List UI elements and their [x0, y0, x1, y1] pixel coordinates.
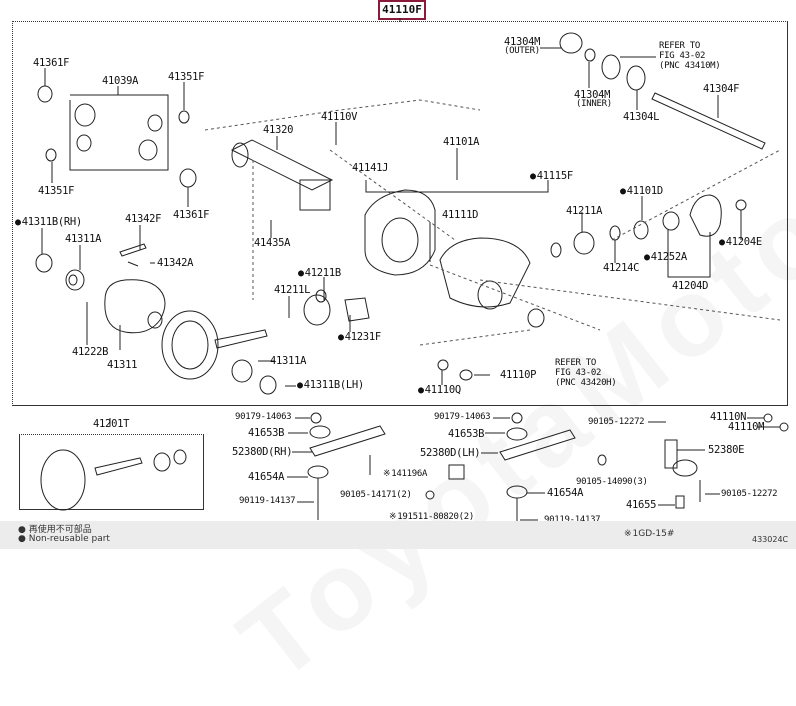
part-stabilizer-link-RH: [309, 425, 386, 457]
part-label-90105-12272[interactable]: 90105-12272: [721, 489, 778, 499]
part-label-41304M-inner[interactable]: 41304M: [574, 89, 611, 101]
part-label-41311B-LH[interactable]: 41311B(LH): [297, 380, 365, 391]
non-reusable-bullet-icon: ●: [18, 534, 26, 544]
refer-note-top-line3: (PNC 43410M): [659, 61, 721, 71]
part-label-41204E[interactable]: 41204E: [719, 237, 762, 248]
part-label-41654A[interactable]: 41654A: [248, 471, 285, 483]
refer-note-top-line1: REFER TO: [659, 41, 700, 51]
part-label-41231F[interactable]: 41231F: [338, 332, 381, 343]
part-label-41655[interactable]: 41655: [626, 499, 657, 511]
part-side-gear: [74, 103, 96, 127]
part-label-41654A[interactable]: 41654A: [547, 487, 584, 499]
non-reusable-bullet-icon: ●: [18, 525, 26, 535]
footer-bar: ● 再使用不可部品 ● Non-reusable part 1GD-15# 43…: [0, 521, 796, 549]
refer-note-top-line2[interactable]: FIG 43-02: [659, 51, 706, 61]
part-label-191511-80820[interactable]: 191511-80820(2): [389, 512, 474, 523]
part-label-41435A[interactable]: 41435A: [254, 237, 291, 249]
part-label-90179-14063[interactable]: 90179-14063: [434, 412, 491, 422]
part-washer-41361F: [37, 85, 53, 103]
part-label-90179-14063[interactable]: 90179-14063: [235, 412, 292, 422]
part-label-41342F[interactable]: 41342F: [125, 213, 162, 225]
part-label-41653B[interactable]: 41653B: [248, 427, 285, 439]
figure-code: 433024C: [752, 535, 789, 544]
part-label-41211A[interactable]: 41211A: [566, 205, 603, 217]
part-label-41304L[interactable]: 41304L: [623, 111, 660, 123]
part-label-41110N[interactable]: 41110N: [710, 411, 747, 423]
part-label-41115F[interactable]: 41115F: [530, 171, 573, 182]
part-label-41361F[interactable]: 41361F: [33, 57, 70, 69]
part-label-41211B[interactable]: 41211B: [298, 268, 341, 279]
part-label-41304F[interactable]: 41304F: [703, 83, 740, 95]
part-label-41320[interactable]: 41320: [263, 124, 294, 136]
ring-gear-kit-frame: [19, 434, 204, 510]
part-label-41201T[interactable]: 41201T: [93, 418, 130, 430]
part-label-90105-14171[interactable]: 90105-14171(2): [340, 490, 412, 500]
part-label-52380E[interactable]: 52380E: [708, 444, 745, 456]
part-label-41110P[interactable]: 41110P: [500, 369, 537, 381]
inner-note: (INNER): [576, 99, 612, 109]
part-bracket-52380E: [664, 439, 678, 469]
model-note: 1GD-15#: [624, 529, 675, 539]
part-label-41304M-outer[interactable]: 41304M: [504, 36, 541, 48]
part-label-41101A[interactable]: 41101A: [443, 136, 480, 148]
part-label-41110Q[interactable]: 41110Q: [418, 385, 461, 396]
legend-en: ● Non-reusable part: [18, 534, 110, 544]
part-ring-gear-kit: [40, 449, 86, 511]
part-label-41111D[interactable]: 41111D: [442, 209, 479, 221]
part-label-41311A[interactable]: 41311A: [65, 233, 102, 245]
part-axle-housing-41320: [230, 139, 334, 191]
part-label-41204D[interactable]: 41204D: [672, 280, 709, 292]
refer-note-line1: REFER TO: [555, 358, 596, 368]
part-label-41361F[interactable]: 41361F: [173, 209, 210, 221]
part-axle-shaft-41304F: [651, 92, 766, 150]
part-label-41039A[interactable]: 41039A: [102, 75, 139, 87]
part-carrier-housing-41101A: [364, 189, 436, 276]
part-41351F: [178, 110, 190, 124]
part-label-41311[interactable]: 41311: [107, 359, 138, 371]
part-label-41351F[interactable]: 41351F: [38, 185, 75, 197]
part-label-52380D-LH[interactable]: 52380D(LH): [420, 447, 481, 459]
part-flange-41204D: [689, 194, 722, 237]
part-label-41311B-RH[interactable]: 41311B(RH): [15, 217, 83, 228]
part-carrier-cover: [439, 237, 531, 308]
part-label-90119-14137[interactable]: 90119-14137: [239, 496, 296, 506]
part-label-41653B[interactable]: 41653B: [448, 428, 485, 440]
assembly-number-badge[interactable]: 41110F: [378, 0, 426, 20]
exploded-parts-drawing: [35, 18, 789, 535]
legend-jp: ● 再使用不可部品: [18, 525, 92, 535]
part-label-141196A[interactable]: 141196A: [383, 469, 427, 480]
part-ring-gear: [161, 310, 219, 380]
outer-note: (OUTER): [504, 46, 540, 56]
part-label-41110M[interactable]: 41110M: [728, 421, 765, 433]
part-label-90105-14090[interactable]: 90105-14090(3): [576, 477, 648, 487]
part-diff-case-41311: [104, 279, 166, 334]
part-label-41222B[interactable]: 41222B: [72, 346, 109, 358]
part-label-41351F[interactable]: 41351F: [168, 71, 205, 83]
refer-note-line3: (PNC 43420H): [555, 378, 617, 388]
part-label-41141J[interactable]: 41141J: [352, 162, 389, 174]
part-label-90119-14137[interactable]: 90119-14137: [544, 515, 601, 525]
bracket-41039A: [69, 94, 169, 171]
part-label-41214C[interactable]: 41214C: [603, 262, 640, 274]
part-label-41252A[interactable]: 41252A: [644, 252, 687, 263]
part-stabilizer-link-LH: [499, 429, 576, 461]
refer-note-line2[interactable]: FIG 43-02: [555, 368, 602, 378]
part-label-41211L[interactable]: 41211L: [274, 284, 311, 296]
part-label-52380D-RH[interactable]: 52380D(RH): [232, 446, 293, 458]
part-label-41342A[interactable]: 41342A: [157, 257, 194, 269]
part-label-90105-12272[interactable]: 90105-12272: [588, 417, 645, 427]
part-label-41101D[interactable]: 41101D: [620, 186, 663, 197]
part-label-41110V[interactable]: 41110V: [321, 111, 358, 123]
part-label-41311A[interactable]: 41311A: [270, 355, 307, 367]
